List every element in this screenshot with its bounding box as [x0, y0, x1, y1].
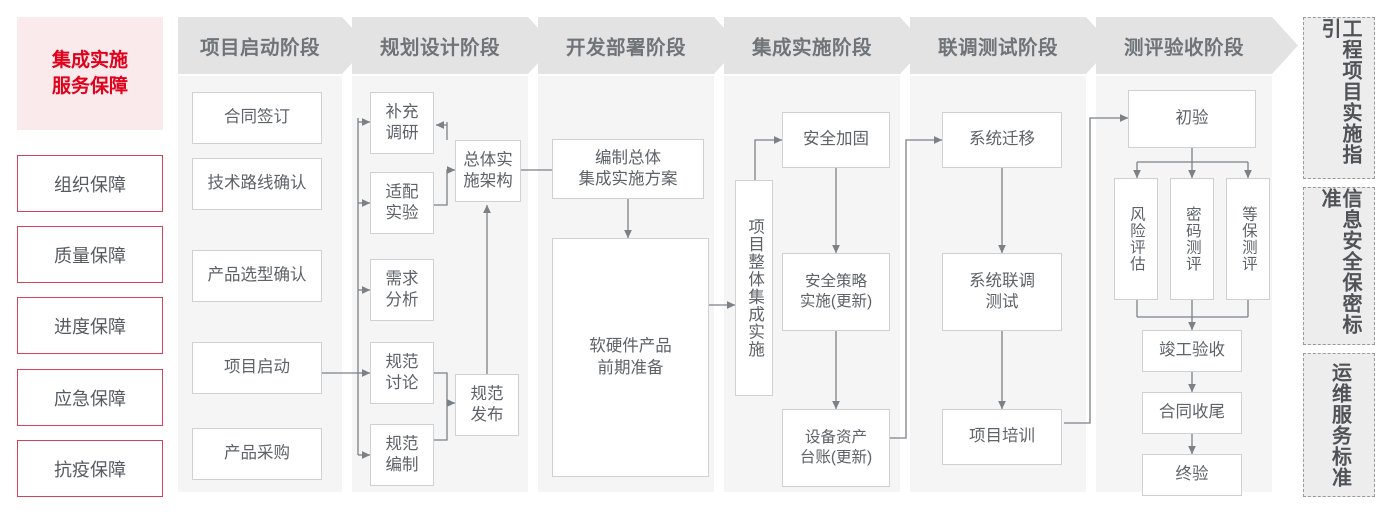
node-label: 系统迁移 [969, 130, 1035, 149]
node-label: 项目启动 [224, 358, 290, 377]
node-spec-drafting[interactable]: 规范 编制 [370, 424, 434, 486]
node-label-line2: 集成实施方案 [578, 170, 678, 188]
node-overall-integration-plan[interactable]: 编制总体 集成实施方案 [552, 139, 704, 199]
node-label-line1: 规范 [385, 434, 419, 453]
node-label-line1: 补充 [385, 102, 419, 121]
node-tech-route-confirm[interactable]: 技术路线确认 [192, 158, 322, 210]
left-panel-item-label: 进度保障 [54, 316, 126, 337]
node-risk-assessment[interactable]: 风险评估 [1114, 178, 1158, 300]
node-final-acceptance[interactable]: 终验 [1142, 454, 1242, 496]
node-label-line1: 规范 [385, 352, 419, 371]
node-label: 项目培训 [969, 427, 1035, 446]
node-label-line2: 测试 [985, 293, 1019, 311]
left-panel-item-label: 应急保障 [54, 388, 126, 409]
node-overall-project-integration[interactable]: 项目整体集成实施 [735, 180, 773, 396]
node-security-policy-implementation[interactable]: 安全策略 实施(更新) [782, 253, 890, 331]
node-spec-release[interactable]: 规范 发布 [455, 374, 519, 436]
node-label-line2: 施架构 [463, 172, 513, 190]
guideline-information-security[interactable]: 信息安全保密标准 [1303, 187, 1375, 345]
node-product-selection-confirm[interactable]: 产品选型确认 [192, 250, 322, 302]
node-label: 合同收尾 [1159, 403, 1225, 422]
node-supplementary-research[interactable]: 补充 调研 [370, 92, 434, 154]
left-panel-item-quality[interactable]: 质量保障 [17, 226, 163, 283]
node-project-kickoff[interactable]: 项目启动 [192, 342, 322, 394]
node-label-line2: 台账(更新) [799, 449, 873, 466]
node-security-hardening[interactable]: 安全加固 [782, 112, 890, 168]
left-panel-item-label: 质量保障 [54, 245, 126, 266]
node-classified-protection-evaluation[interactable]: 等保测评 [1226, 178, 1270, 300]
node-contract-signing[interactable]: 合同签订 [192, 92, 322, 144]
left-panel-title-line2: 服务保障 [51, 75, 128, 97]
node-label-line2: 分析 [385, 291, 419, 309]
node-label: 等保测评 [1239, 206, 1257, 272]
node-label: 密码测评 [1183, 206, 1201, 272]
node-preliminary-acceptance[interactable]: 初验 [1128, 90, 1256, 148]
node-system-joint-debug-test[interactable]: 系统联调 测试 [942, 253, 1062, 331]
guideline-ops-service[interactable]: 运维服务标准 [1303, 353, 1375, 497]
node-label-line1: 编制总体 [595, 148, 661, 167]
node-label: 产品选型确认 [207, 266, 307, 285]
guideline-label: 运维服务标准 [1328, 362, 1351, 488]
connectors [322, 114, 1252, 459]
left-panel-item-epidemic[interactable]: 抗疫保障 [17, 440, 163, 497]
phase-header-bands [178, 17, 1298, 74]
phase-column-bodies [178, 76, 1272, 492]
node-contract-closure[interactable]: 合同收尾 [1142, 392, 1242, 434]
node-system-migration[interactable]: 系统迁移 [942, 112, 1062, 168]
left-panel-title-line1: 集成实施 [51, 49, 128, 71]
node-label-line1: 安全策略 [804, 273, 867, 291]
node-label-line2: 编制 [385, 456, 419, 474]
guideline-label: 工程项目实施指引 [1318, 18, 1361, 165]
node-label-line2: 发布 [470, 406, 504, 424]
node-label: 竣工验收 [1159, 341, 1225, 360]
node-label: 初验 [1175, 109, 1209, 128]
left-panel-item-schedule[interactable]: 进度保障 [17, 297, 163, 354]
node-label-line1: 适配 [385, 182, 419, 201]
left-panel-item-label: 组织保障 [54, 174, 126, 195]
guideline-label: 信息安全保密标准 [1318, 188, 1361, 335]
node-label: 合同签订 [224, 108, 290, 127]
node-label-line2: 前期准备 [597, 358, 664, 377]
node-adaptation-experiment[interactable]: 适配 实验 [370, 172, 434, 234]
node-overall-implementation-architecture[interactable]: 总体实 施架构 [455, 140, 521, 202]
node-label-line1: 软硬件产品 [589, 337, 672, 356]
node-requirement-analysis[interactable]: 需求 分析 [370, 259, 434, 321]
node-label-line1: 系统联调 [969, 271, 1035, 290]
node-label-line1: 设备资产 [804, 429, 867, 447]
left-panel-item-emergency[interactable]: 应急保障 [17, 369, 163, 426]
left-panel-item-label: 抗疫保障 [54, 459, 126, 480]
left-panel-item-organization[interactable]: 组织保障 [17, 155, 163, 212]
node-label-line2: 讨论 [385, 374, 419, 392]
node-spec-discussion[interactable]: 规范 讨论 [370, 342, 434, 404]
left-panel-title: 集成实施 服务保障 [17, 17, 163, 130]
node-label: 终验 [1175, 465, 1209, 484]
node-project-training[interactable]: 项目培训 [942, 409, 1062, 465]
node-product-procurement[interactable]: 产品采购 [192, 428, 322, 480]
node-label-line2: 实施(更新) [799, 293, 873, 310]
node-label-line2: 调研 [385, 124, 419, 142]
node-asset-ledger-update[interactable]: 设备资产 台账(更新) [782, 409, 890, 487]
node-label-line1: 需求 [385, 269, 419, 288]
node-label: 风险评估 [1127, 206, 1145, 272]
node-label-line2: 实验 [385, 204, 419, 222]
node-cryptography-evaluation[interactable]: 密码测评 [1170, 178, 1214, 300]
node-label: 技术路线确认 [207, 174, 307, 193]
node-label-line1: 规范 [470, 384, 504, 403]
guideline-engineering-project[interactable]: 工程项目实施指引 [1303, 17, 1375, 179]
node-label-line1: 总体实 [463, 150, 513, 169]
node-completion-acceptance[interactable]: 竣工验收 [1142, 330, 1242, 372]
node-hardware-software-preparation[interactable]: 软硬件产品 前期准备 [552, 238, 709, 477]
node-label: 安全加固 [803, 130, 869, 149]
node-label: 项目整体集成实施 [745, 218, 764, 358]
node-label: 产品采购 [224, 444, 290, 463]
